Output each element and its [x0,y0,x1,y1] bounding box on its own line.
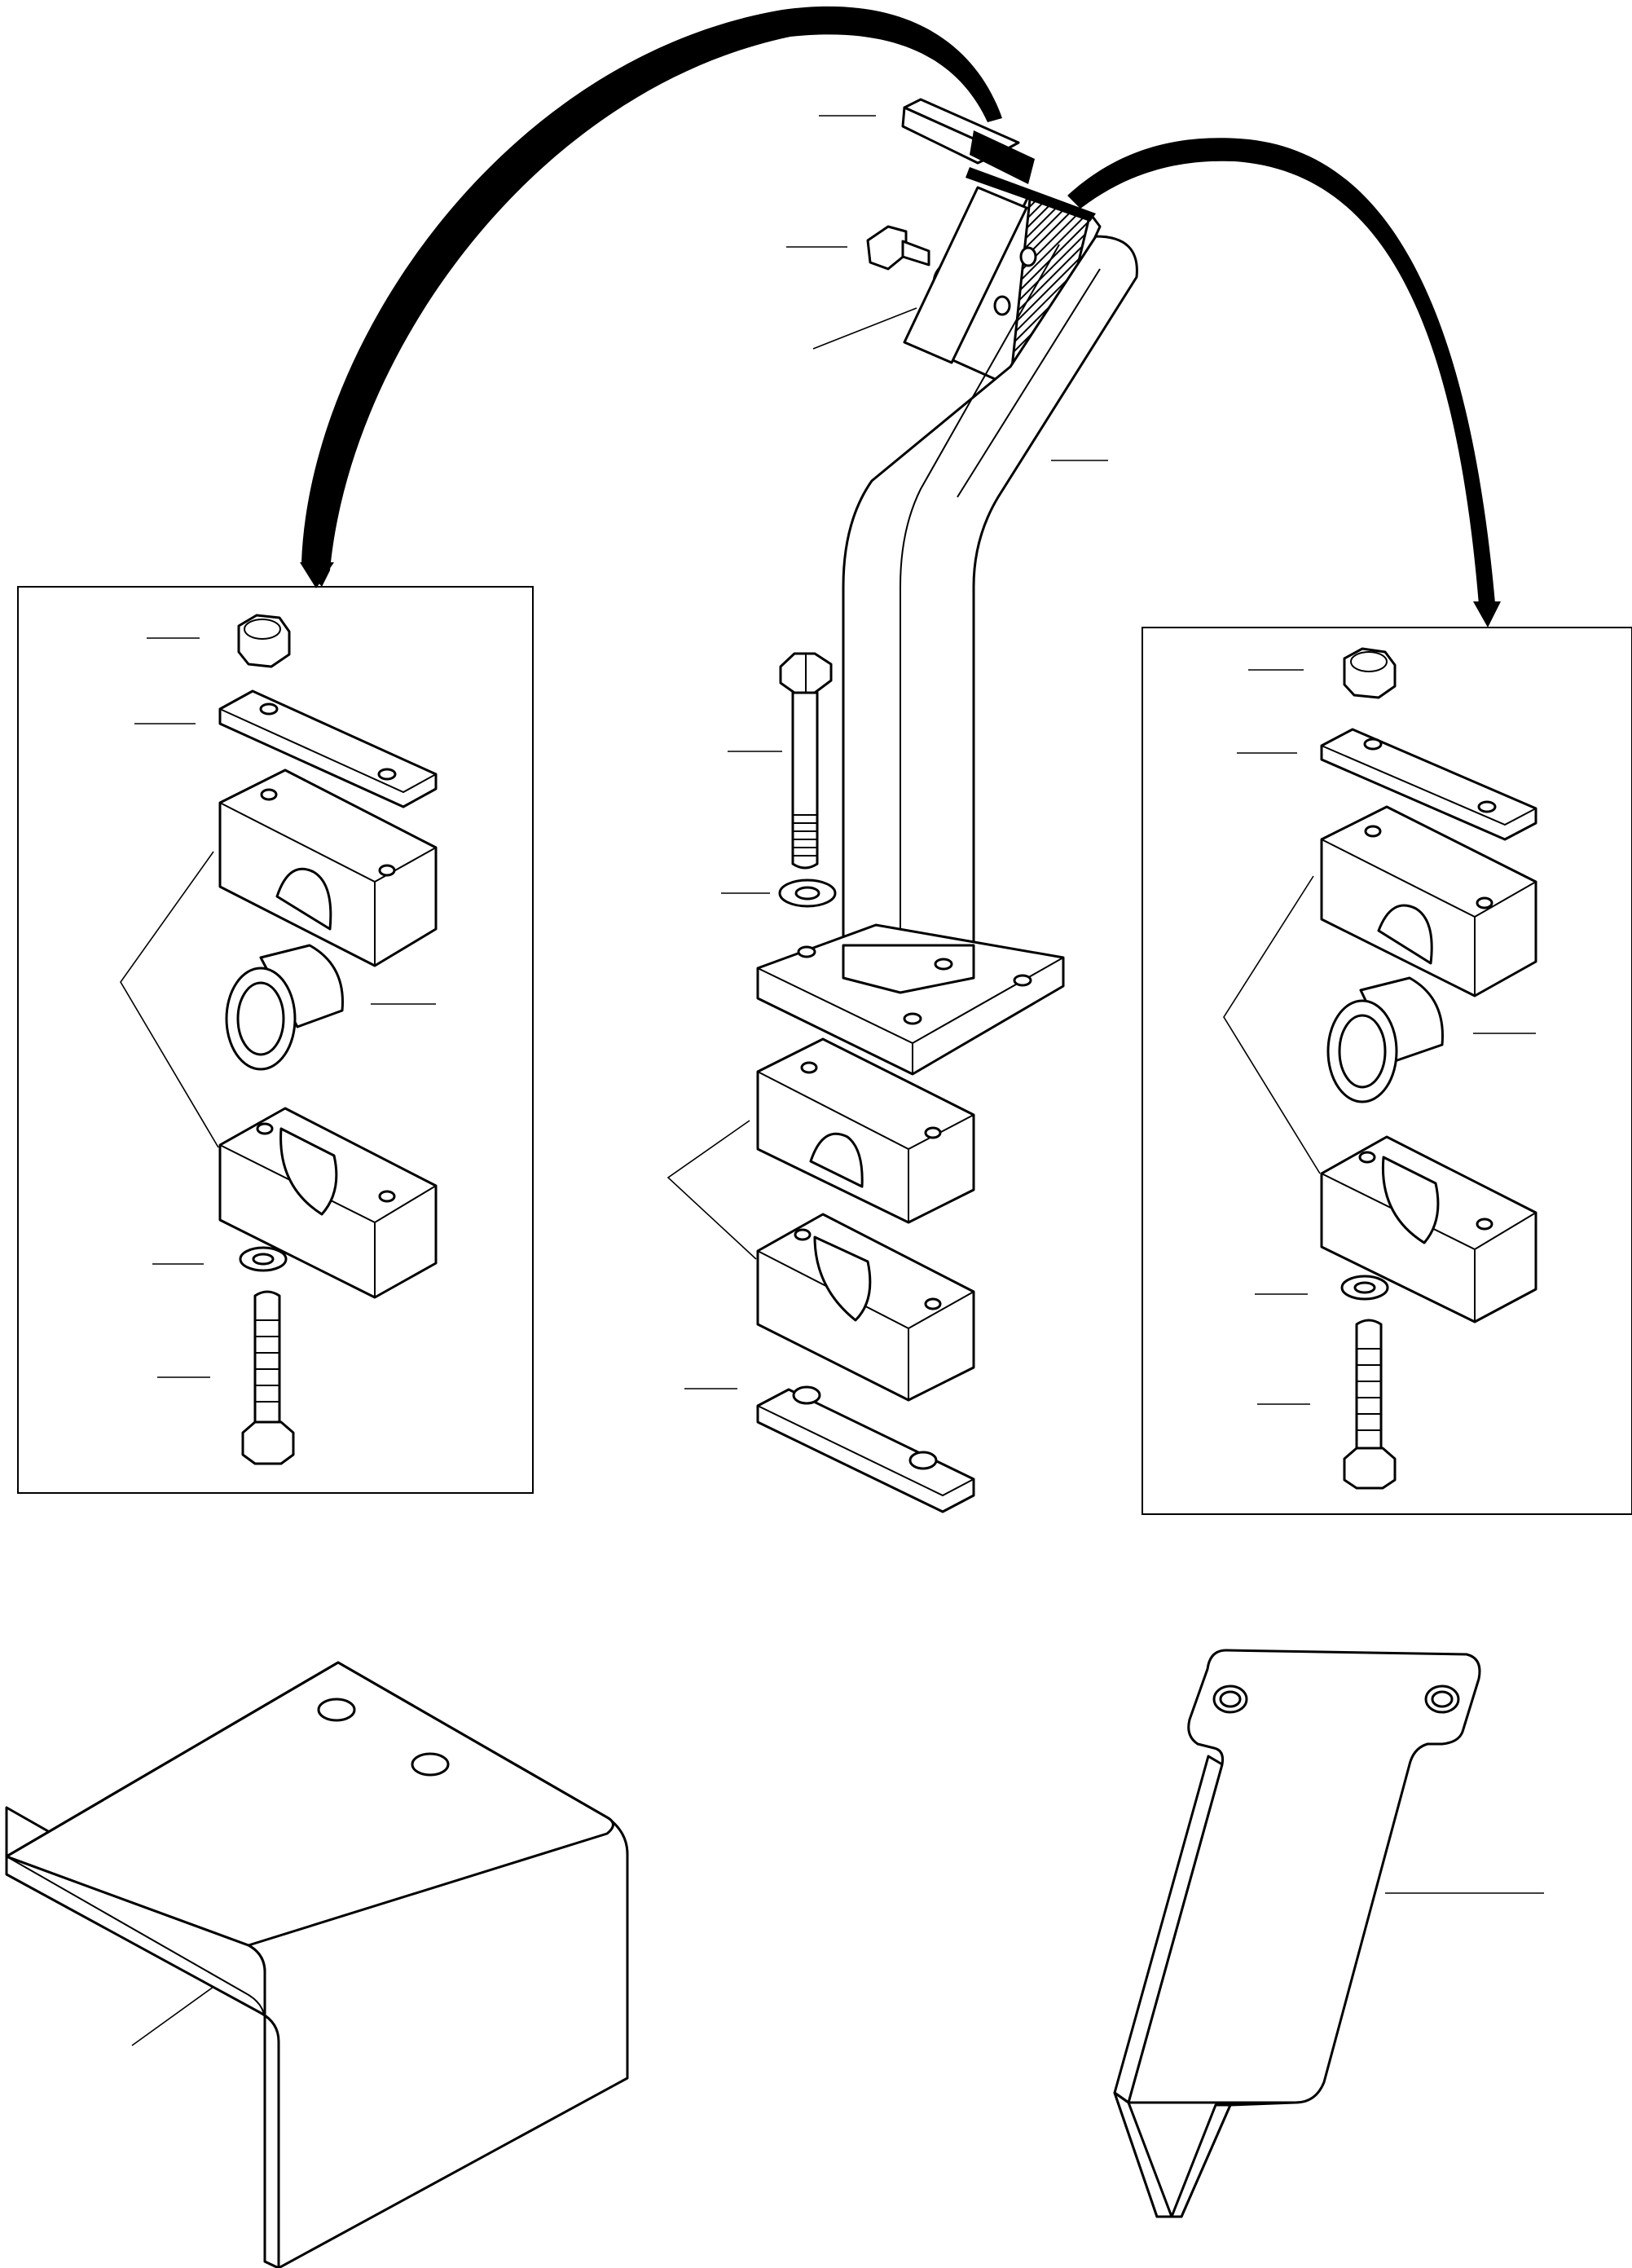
top-clip [819,98,1035,184]
left-detail-strap [134,689,438,808]
right-detail-frame [1142,627,1632,1515]
left-detail-clamp-upper [218,768,438,967]
clamp-strap-plate [684,1385,975,1513]
long-hex-bolt [728,652,833,870]
left-curved-arrow [300,6,1002,588]
left-detail-nut [147,614,291,668]
tapered-bracket [1113,1649,1544,2218]
right-curved-arrow [1067,138,1501,628]
left-detail-washer [152,1246,288,1272]
right-detail-bushing [1326,976,1536,1103]
left-detail-clamp-lower [120,851,438,1299]
right-detail-washer [1255,1275,1389,1301]
left-detail-frame [17,586,534,1494]
flat-washer [721,879,837,908]
bent-support-tube [842,235,1138,978]
left-detail-stud-bolt [157,1290,295,1465]
right-detail-strap [1237,728,1537,841]
clamp-block-lower [666,1120,975,1402]
left-detail-bushing [225,944,436,1071]
right-detail-nut [1248,647,1397,699]
right-detail-clamp-lower [1223,875,1537,1323]
bolt-top [786,225,930,271]
clamp-block-upper [756,1037,975,1224]
right-detail-stud-bolt [1257,1319,1397,1490]
right-detail-clamp-upper [1320,805,1537,997]
tube-base-plate [756,923,1065,1076]
angle-cover-plate [5,1661,629,2268]
